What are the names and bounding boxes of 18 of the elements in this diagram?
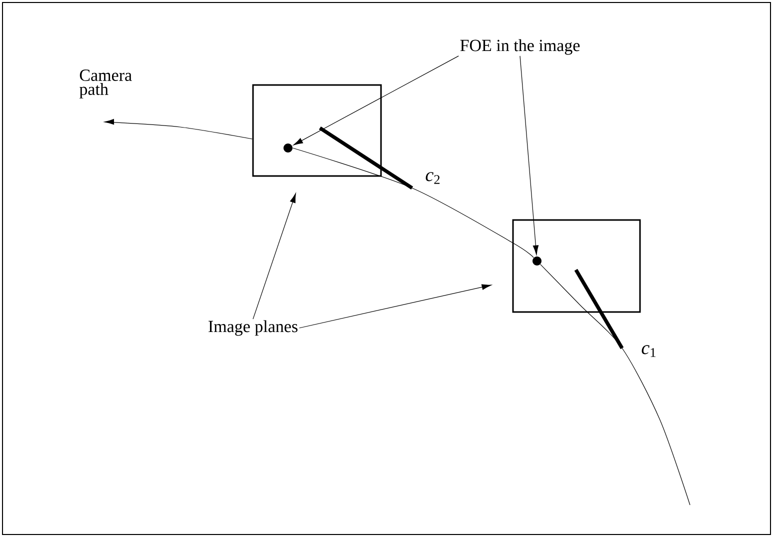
arrow [298,284,492,328]
foe-dot [532,256,542,266]
camera-path-line [104,118,253,140]
thick-bar [574,268,624,350]
bar-label: c$_{1}$ [642,345,656,357]
camera-path-line [540,264,690,506]
image-plane-box [252,84,382,177]
arrow [252,193,296,320]
bar-label: c$_{2}$ [426,172,440,184]
caption-text: Image planes [208,320,298,336]
camera-path-line [292,148,534,258]
image-plane-box [512,219,641,313]
arrow [520,56,539,255]
caption-text: FOE in the image [460,39,580,55]
arrow [293,56,459,146]
thick-bar [318,126,414,190]
foe-dot [284,144,292,152]
caption-text: Camera path [79,70,132,98]
